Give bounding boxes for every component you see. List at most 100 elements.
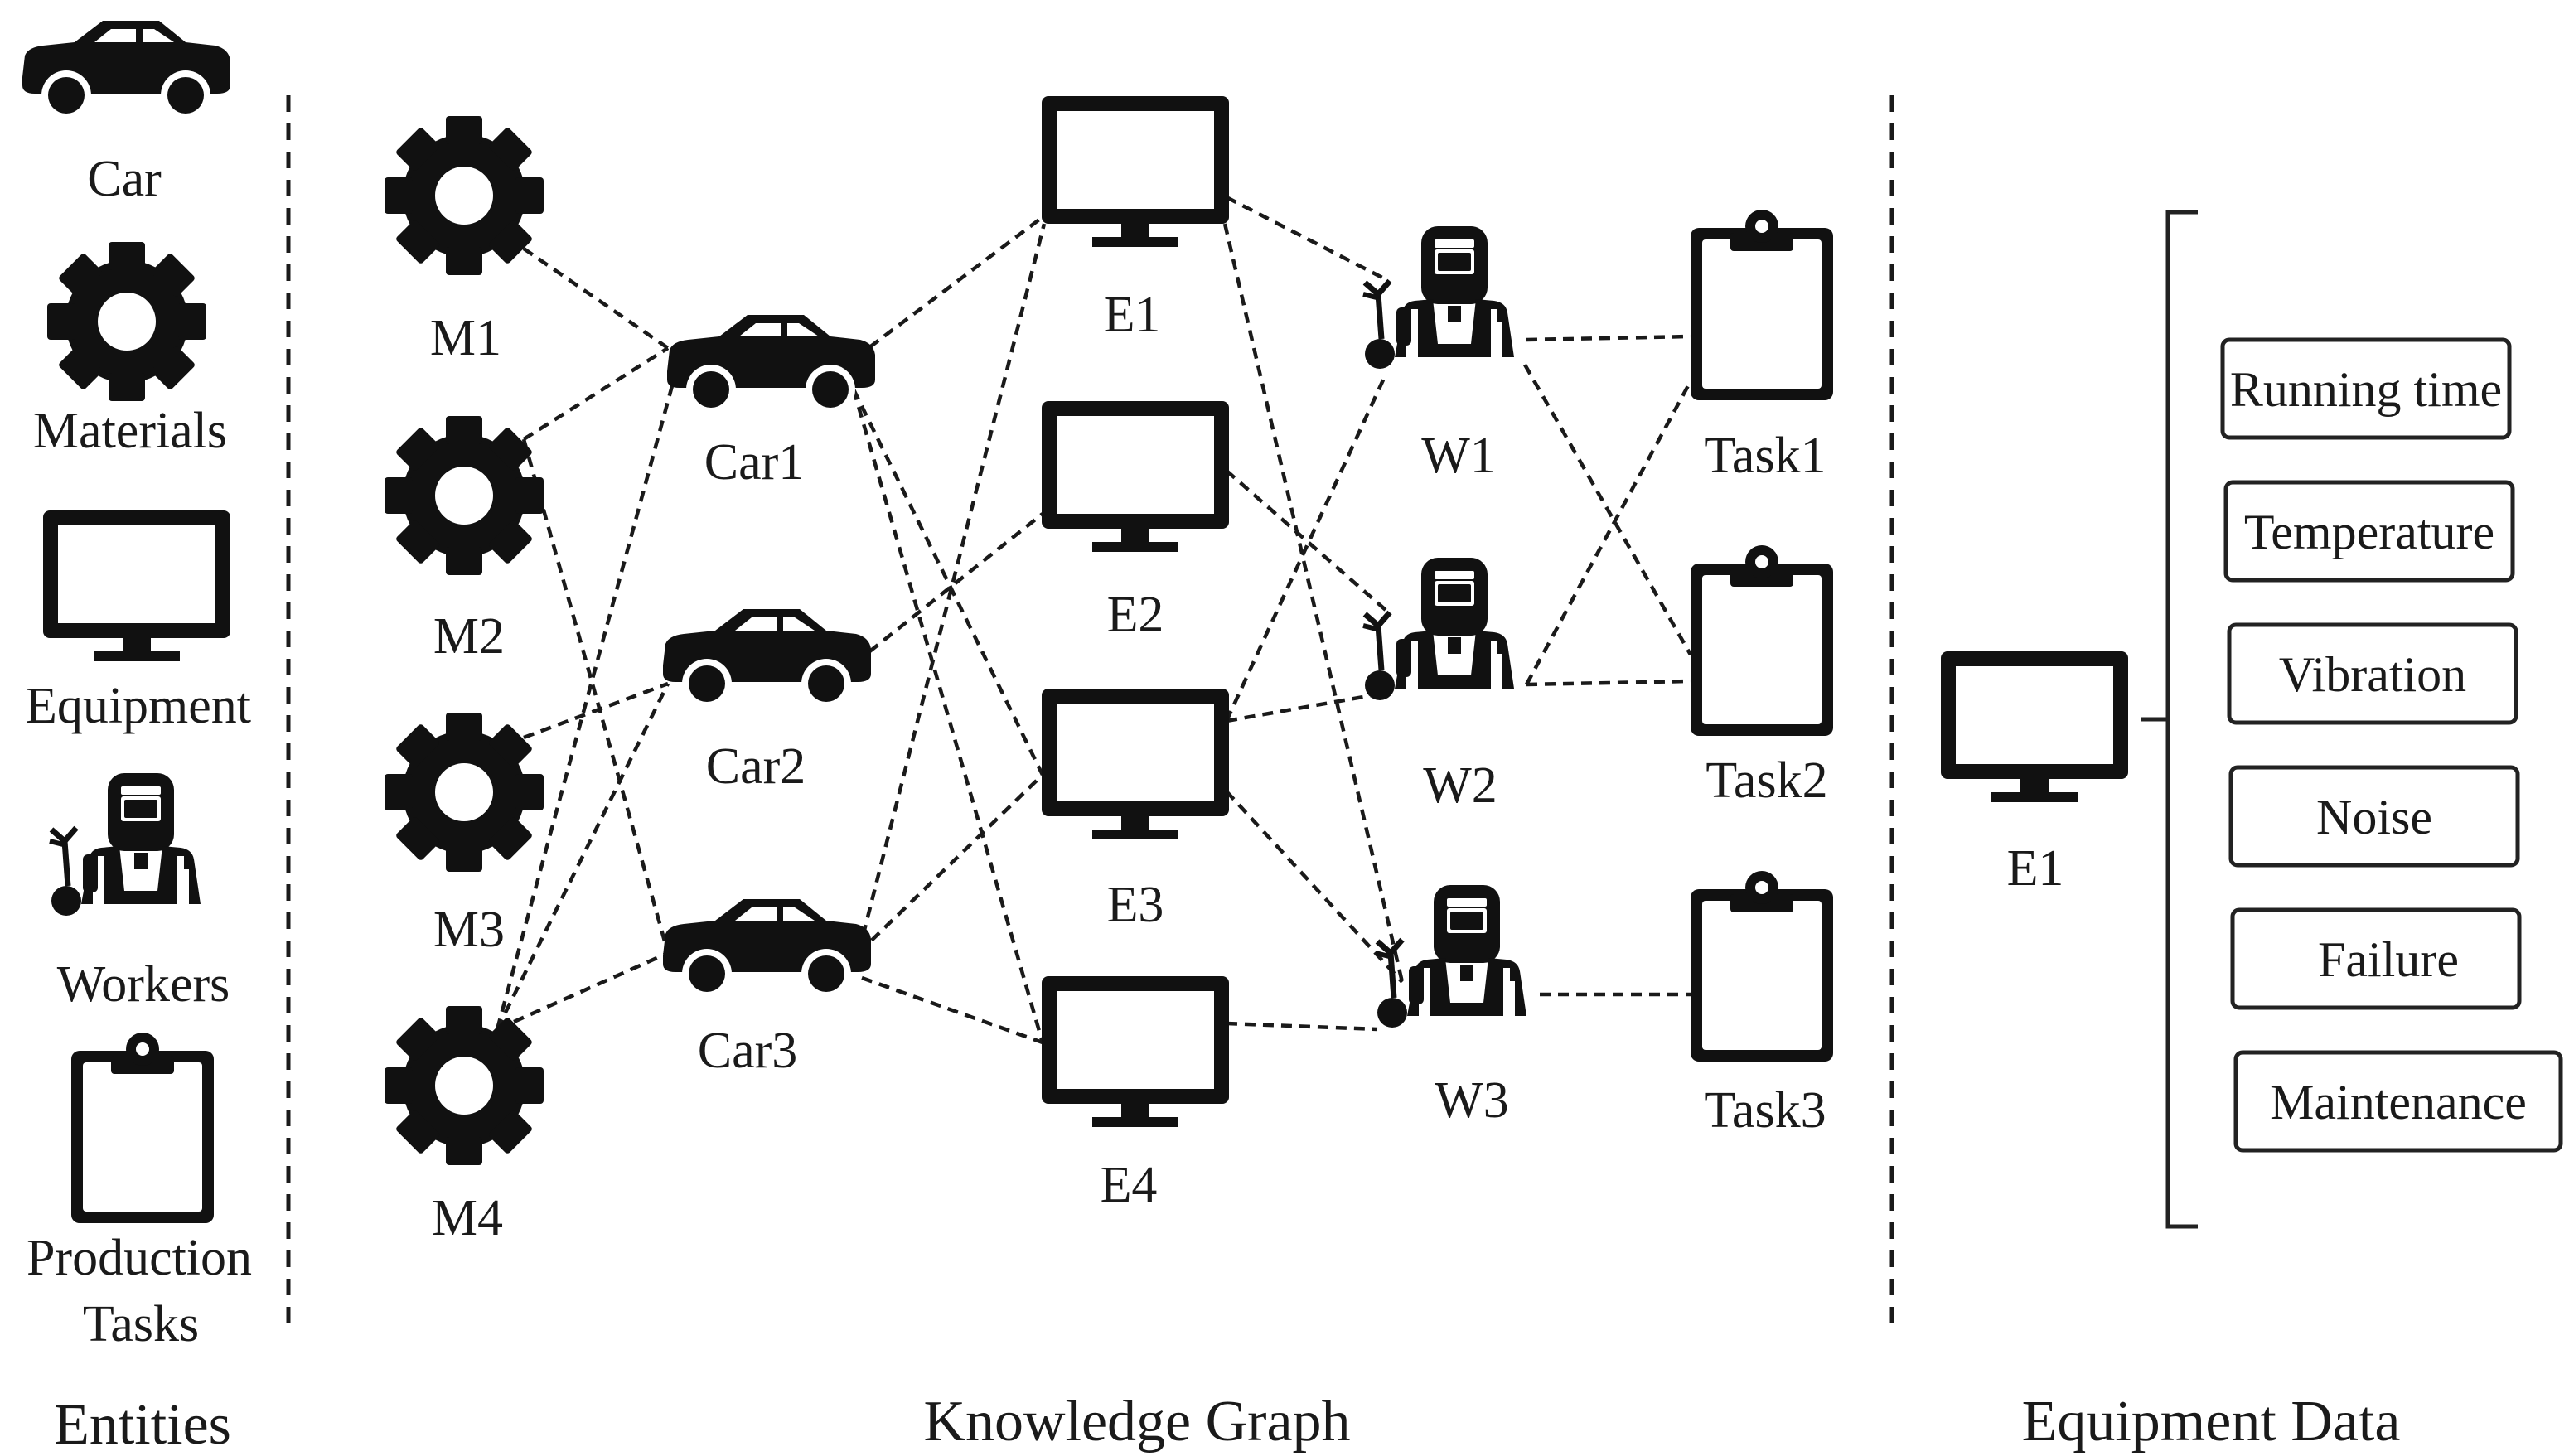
edge-w1-task1 (1526, 334, 1691, 342)
edge-m2-car3 (521, 438, 670, 954)
attribute-box-running-time: Running time (2220, 337, 2512, 440)
node-M3: M3 (385, 713, 544, 958)
edge-car1-e3 (851, 389, 1045, 776)
edge-e3-w2 (1226, 692, 1378, 723)
node-label: W2 (1423, 757, 1497, 814)
node-label: W3 (1435, 1072, 1509, 1129)
legend-equipment-label: Equipment (26, 678, 251, 734)
attribute-box-maintenance: Maintenance (2233, 1050, 2563, 1153)
worker-icon (1376, 885, 1526, 1028)
worker-icon (50, 773, 201, 916)
node-label: Task1 (1704, 428, 1826, 484)
attribute-label: Noise (2316, 790, 2432, 844)
attribute-label: Failure (2318, 932, 2459, 987)
attribute-label: Vibration (2279, 647, 2466, 702)
legend-tasks-label-line2: Tasks (83, 1296, 199, 1352)
node-E2: E2 (1042, 401, 1229, 643)
edge-e1-w3 (1222, 223, 1405, 983)
gear-icon (385, 1006, 544, 1165)
edge-car3-e1 (856, 223, 1047, 954)
node-label: M3 (433, 902, 505, 958)
gear-icon (47, 242, 206, 401)
monitor-icon (1042, 976, 1229, 1127)
monitor-icon (1042, 96, 1229, 247)
edge-e3-w3 (1225, 790, 1404, 984)
edge-e4-w3 (1226, 1021, 1378, 1032)
node-W2: W2 (1363, 558, 1514, 814)
edge-e1-w1 (1225, 196, 1386, 280)
edge-m4-car2 (495, 683, 670, 1030)
gear-icon (385, 416, 544, 575)
legend-tasks-label-line1: Production (27, 1230, 252, 1286)
node-label: M1 (430, 310, 501, 366)
node-label: E3 (1107, 877, 1164, 933)
graph-edges (495, 196, 1692, 1045)
node-label: E4 (1101, 1157, 1158, 1213)
equipment-panel-device-label: E1 (2007, 840, 2064, 897)
clipboard-icon (1691, 545, 1833, 736)
section-title-knowledge-graph: Knowledge Graph (923, 1390, 1350, 1454)
equipment-data-panel: E1 Running time Temperature Vibration No… (1941, 210, 2563, 1229)
node-E4: E4 (1042, 976, 1229, 1213)
edge-e2-w2 (1225, 469, 1387, 612)
node-label: M2 (433, 608, 505, 665)
monitor-icon (43, 510, 230, 661)
legend-workers-label: Workers (57, 956, 230, 1013)
node-label: Car3 (698, 1023, 798, 1079)
clipboard-icon (71, 1033, 214, 1223)
car-icon (667, 315, 875, 414)
edge-m4-car3 (496, 951, 669, 1032)
attribute-label: Maintenance (2270, 1075, 2527, 1129)
attribute-label: Running time (2230, 362, 2502, 417)
attribute-box-failure: Failure (2230, 907, 2522, 1010)
graph-nodes: M1 M2 M3 M4 Car1 Car2 Car3 (385, 96, 1833, 1246)
node-label: Car2 (706, 738, 806, 795)
section-title-equipment-data: Equipment Data (2022, 1390, 2401, 1454)
node-Task3: Task3 (1691, 871, 1833, 1139)
edge-m3-car2 (523, 681, 669, 740)
node-label: W1 (1421, 428, 1496, 484)
worker-icon (1363, 558, 1514, 700)
node-label: E1 (1104, 287, 1161, 343)
section-title-entities: Entities (54, 1393, 231, 1456)
edge-m1-car1 (522, 247, 670, 350)
node-M4: M4 (385, 1006, 544, 1246)
monitor-icon (1941, 651, 2128, 802)
attribute-box-vibration: Vibration (2227, 622, 2518, 725)
edge-car3-e3 (857, 773, 1044, 955)
clipboard-icon (1691, 210, 1833, 400)
node-W3: W3 (1376, 885, 1526, 1129)
node-label: Car1 (704, 434, 805, 491)
edge-w2-task2 (1526, 679, 1691, 687)
edge-m4-car1 (495, 382, 675, 1030)
car-icon (663, 609, 871, 709)
node-Task2: Task2 (1691, 545, 1833, 809)
edge-w1-task2 (1523, 363, 1692, 656)
gear-icon (385, 116, 544, 275)
edge-car1-e1 (854, 215, 1044, 360)
gear-icon (385, 713, 544, 872)
node-Car2: Car2 (663, 609, 871, 795)
legend-materials-label: Materials (33, 403, 227, 459)
node-Car3: Car3 (663, 899, 871, 1079)
car-icon (22, 21, 230, 120)
monitor-icon (1042, 689, 1229, 839)
edge-m2-car1 (522, 346, 670, 441)
node-label: Task2 (1706, 752, 1827, 809)
node-W1: W1 (1363, 226, 1514, 484)
edge-e3-w1 (1224, 374, 1388, 722)
node-Task1: Task1 (1691, 210, 1833, 484)
edge-car1-e4 (851, 389, 1045, 1043)
legend: Car Materials Equipment Workers Producti… (22, 21, 252, 1352)
legend-car-label: Car (87, 151, 162, 207)
edge-car2-e2 (854, 512, 1044, 665)
node-label: E2 (1107, 587, 1164, 643)
attribute-box-temperature: Temperature (2223, 480, 2515, 583)
edge-car3-e4 (861, 975, 1043, 1045)
worker-icon (1363, 226, 1514, 369)
attribute-brace (2141, 210, 2198, 1229)
clipboard-icon (1691, 871, 1833, 1062)
node-Car1: Car1 (667, 315, 875, 491)
node-E3: E3 (1042, 689, 1229, 933)
